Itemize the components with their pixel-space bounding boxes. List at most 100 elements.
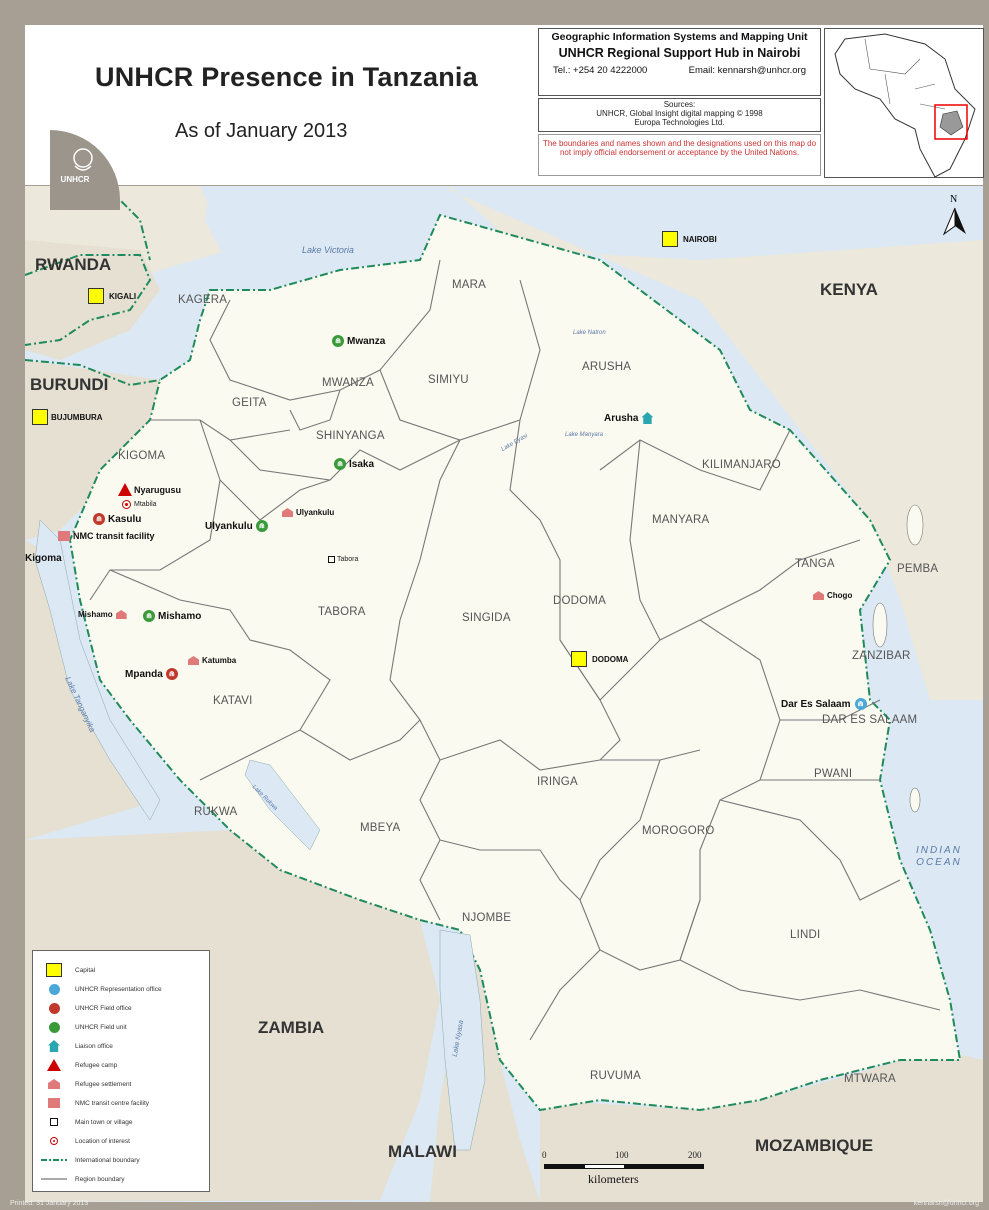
region-shinyanga: SHINYANGA xyxy=(316,430,385,442)
place-kasulu: ⋒ Kasulu xyxy=(93,513,141,525)
lake-manyara-label: Lake Manyara xyxy=(565,432,604,438)
country-zambia: ZAMBIA xyxy=(258,1018,325,1037)
scale-bar: 0 100 200 kilometers xyxy=(540,1150,720,1200)
region-ruvuma: RUVUMA xyxy=(590,1070,642,1082)
region-kilimanjaro: KILIMANJARO xyxy=(702,459,781,471)
field-unit-icon: ⋒ xyxy=(334,458,346,470)
header-panel: UNHCR xyxy=(25,25,983,210)
map-title: UNHCR Presence in Tanzania xyxy=(95,62,478,92)
region-kigoma: KIGOMA xyxy=(118,450,166,462)
printed-date: Printed: 31 January 2013 xyxy=(10,1200,89,1207)
country-kenya: KENYA xyxy=(820,280,878,299)
place-katumba: Katumba xyxy=(188,656,236,665)
legend-label: Main town or village xyxy=(75,1118,133,1126)
region-dodoma: DODOMA xyxy=(553,595,606,607)
legend-item: Location of interest xyxy=(41,1134,130,1148)
legend-label: Region boundary xyxy=(75,1175,125,1183)
ocean-line1: INDIAN xyxy=(916,845,962,856)
country-mozambique: MOZAMBIQUE xyxy=(755,1136,874,1155)
scale-unit: kilometers xyxy=(588,1172,639,1186)
legend-label: NMC transit centre facility xyxy=(75,1099,150,1107)
region-lindi: LINDI xyxy=(790,929,821,941)
africa-inset-map xyxy=(824,28,984,178)
region-geita: GEITA xyxy=(232,397,267,409)
region-mtwara: MTWARA xyxy=(844,1073,896,1085)
place-nyarugusu: Nyarugusu xyxy=(118,483,181,496)
field-office-icon xyxy=(41,1001,67,1015)
region-tabora: TABORA xyxy=(318,606,366,618)
lake-natron-label: Lake Natron xyxy=(573,330,606,336)
ocean-line2: OCEAN xyxy=(916,857,962,868)
country-burundi: BURUNDI xyxy=(30,375,109,394)
lake-victoria-label: Lake Victoria xyxy=(302,245,354,255)
region-katavi: KATAVI xyxy=(213,695,253,707)
legend-item: Capital xyxy=(41,963,95,977)
international-boundary-icon xyxy=(41,1153,67,1167)
region-morogoro: MOROGORO xyxy=(642,825,715,837)
legend-label: Capital xyxy=(75,966,96,974)
legend-label: Refugee settlement xyxy=(75,1080,132,1088)
place-mwanza: ⋒ Mwanza xyxy=(332,335,385,347)
logo-text: UNHCR xyxy=(60,175,90,184)
country-malawi: MALAWI xyxy=(388,1142,457,1161)
legend-label: International boundary xyxy=(75,1156,140,1164)
legend-label: Refugee camp xyxy=(75,1061,118,1069)
scale-tick-200: 200 xyxy=(688,1150,702,1160)
field-unit-icon xyxy=(41,1020,67,1034)
north-arrow-icon xyxy=(942,207,966,236)
north-label: N xyxy=(950,194,958,205)
field-unit-icon: ⋒ xyxy=(143,610,155,622)
sources-line1: UNHCR, Global Insight digital mapping © … xyxy=(596,109,763,118)
contact-line: Tel.: +254 20 4222000 Email: kennarsh@un… xyxy=(543,65,816,76)
legend-item: Refugee settlement xyxy=(41,1077,131,1091)
location-icon xyxy=(41,1134,67,1148)
legend-label: Liaison office xyxy=(75,1042,113,1050)
nmc-transit-icon xyxy=(41,1096,67,1110)
capital-nairobi: NAIROBI xyxy=(662,231,717,247)
region-pwani: PWANI xyxy=(814,768,853,780)
town-icon xyxy=(328,556,335,563)
legend-item: UNHCR Field office xyxy=(41,1001,132,1015)
scale-tick-100: 100 xyxy=(615,1150,629,1160)
capital-icon xyxy=(571,651,587,667)
refugee-settlement-icon xyxy=(813,591,824,600)
representation-office-icon: ⋒ xyxy=(854,698,867,710)
indian-ocean-label: INDIAN OCEAN xyxy=(916,845,962,869)
email-address[interactable]: Email: kennarsh@unhcr.org xyxy=(688,65,806,76)
place-chogo: Chogo xyxy=(813,591,852,600)
field-unit-icon: ⋒ xyxy=(255,520,268,532)
refugee-settlement-icon xyxy=(41,1077,67,1091)
capital-dodoma: DODOMA xyxy=(571,651,628,667)
region-iringa: IRINGA xyxy=(537,776,578,788)
tanzania-land xyxy=(68,213,962,1112)
refugee-settlement-icon xyxy=(188,656,199,665)
region-simiyu: SIMIYU xyxy=(428,374,469,386)
legend-label: UNHCR Representation office xyxy=(75,985,162,993)
capital-icon xyxy=(662,231,678,247)
sources-box: Sources: UNHCR, Global Insight digital m… xyxy=(538,98,821,132)
region-pemba: PEMBA xyxy=(897,563,939,575)
legend-item: Main town or village xyxy=(41,1115,132,1129)
region-mara: MARA xyxy=(452,279,487,291)
place-kigoma: Kigoma xyxy=(25,553,62,564)
capital-icon xyxy=(41,963,67,977)
capital-icon xyxy=(88,288,104,304)
capital-bujumbura: BUJUMBURA xyxy=(32,409,103,425)
legend-item: UNHCR Field unit xyxy=(41,1020,127,1034)
region-mwanza: MWANZA xyxy=(322,377,374,389)
legend-item: International boundary xyxy=(41,1153,140,1167)
capital-kigali: KIGALI xyxy=(88,288,136,304)
legend-item: Refugee camp xyxy=(41,1058,117,1072)
legend-label: UNHCR Field office xyxy=(75,1004,132,1012)
legend-label: UNHCR Field unit xyxy=(75,1023,127,1031)
unhcr-logo-icon xyxy=(73,148,93,171)
liaison-office-icon xyxy=(641,412,654,424)
disclaimer-box: The boundaries and names shown and the d… xyxy=(538,134,821,176)
place-arusha: Arusha xyxy=(604,412,654,424)
field-unit-icon: ⋒ xyxy=(332,335,344,347)
legend-item: Region boundary xyxy=(41,1172,125,1186)
place-ulyankulu-settlement: Ulyankulu xyxy=(282,508,334,517)
africa-outline-icon xyxy=(825,29,983,177)
